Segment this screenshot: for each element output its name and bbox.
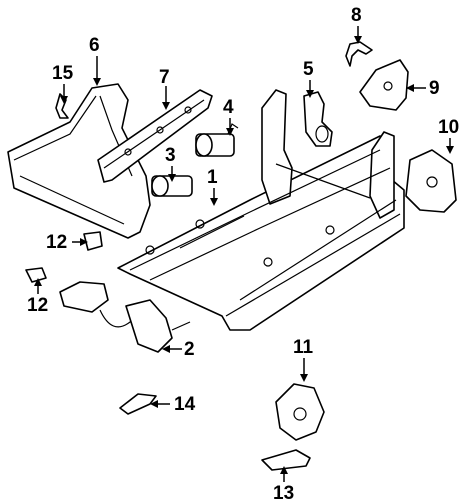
callout-12-upper: 12 — [46, 232, 68, 253]
side-bracket-rail-part — [97, 89, 213, 183]
bushing-part — [345, 41, 373, 67]
callout-7: 7 — [159, 67, 170, 88]
callout-15: 15 — [52, 63, 74, 84]
callout-6: 6 — [89, 35, 100, 56]
bracket-13-part — [261, 449, 311, 471]
seat-track-frame-part — [117, 89, 405, 331]
callout-9: 9 — [429, 78, 440, 99]
handle-part — [119, 393, 157, 415]
cover-11-part — [275, 383, 325, 441]
callout-12-lower: 12 — [27, 295, 49, 316]
callout-4: 4 — [223, 97, 234, 118]
callout-13: 13 — [273, 483, 295, 500]
callout-11: 11 — [293, 337, 314, 358]
motor-4-part — [195, 123, 239, 157]
motor-5-part — [303, 91, 333, 147]
callout-3: 3 — [165, 145, 176, 166]
callout-1: 1 — [207, 167, 218, 188]
wiring-harness-part — [59, 281, 191, 353]
callout-10: 10 — [438, 117, 460, 138]
side-cover-10-part — [405, 149, 457, 213]
callout-2: 2 — [184, 339, 195, 360]
bracket-9-part — [359, 59, 409, 111]
leader-lines — [34, 26, 454, 482]
small-clip-lower-part — [25, 267, 47, 283]
callout-14: 14 — [174, 394, 196, 415]
small-clip-upper-part — [83, 231, 103, 251]
callout-5: 5 — [303, 59, 314, 80]
callout-8: 8 — [351, 5, 362, 26]
